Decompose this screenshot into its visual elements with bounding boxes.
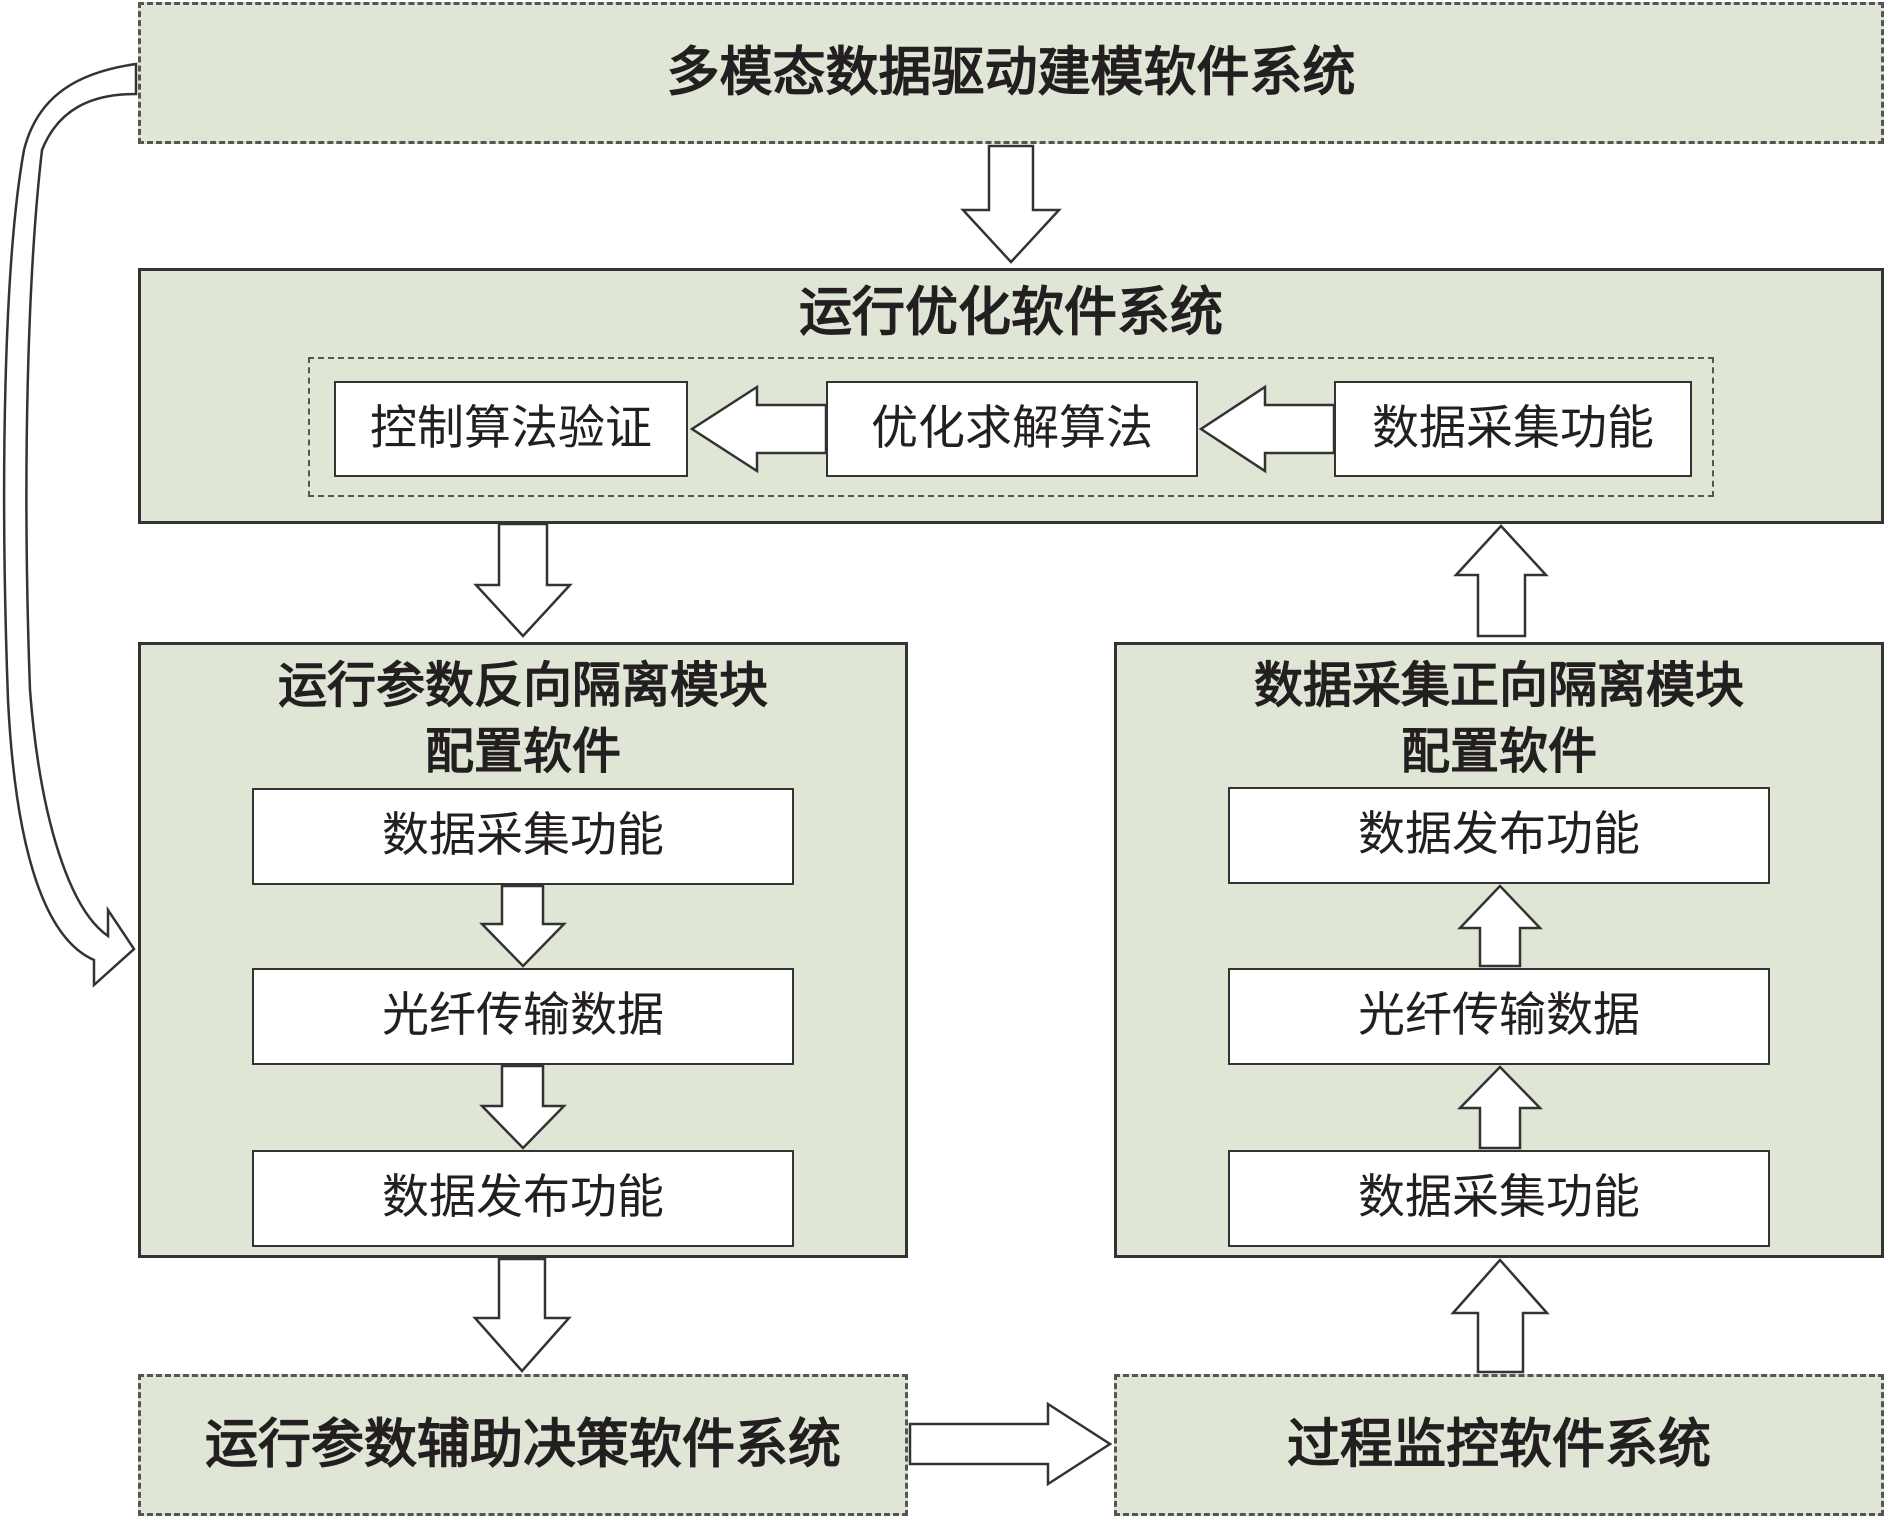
top-system-box — [138, 2, 1884, 144]
reverse-step-fiber-transmission: 光纤传输数据 — [382, 988, 664, 1044]
arrow-curved-top-to-reverse — [2, 62, 138, 988]
reverse-step-box-1 — [252, 788, 794, 885]
top-system-label: 多模态数据驱动建模软件系统 — [666, 42, 1356, 104]
forward-step-box-1 — [1228, 787, 1770, 884]
forward-step-fiber-transmission: 光纤传输数据 — [1358, 988, 1640, 1044]
reverse-step-box-2 — [252, 968, 794, 1065]
arrow-right-decision-to-monitor — [908, 1401, 1113, 1487]
opt-step-box-control-verification — [334, 381, 688, 477]
forward-module-title-line2: 配置软件 — [1400, 722, 1597, 780]
arrow-down-reverse-to-decision — [472, 1257, 572, 1373]
opt-step-box-optimization-solver — [826, 381, 1198, 477]
forward-step-box-3 — [1228, 1150, 1770, 1247]
forward-module-title-line1: 数据采集正向隔离模块 — [1253, 656, 1744, 714]
arrow-down-top-to-optimization — [960, 144, 1062, 264]
optimization-system-title: 运行优化软件系统 — [799, 282, 1223, 344]
arrow-left-solver-to-verification — [689, 384, 828, 474]
decision-system-box — [138, 1374, 908, 1516]
arrow-up-forward-to-optimization — [1453, 524, 1549, 638]
opt-step-box-data-acquisition — [1334, 381, 1692, 477]
reverse-module-title-line1: 运行参数反向隔离模块 — [277, 656, 768, 714]
arrow-down-optimization-to-reverse — [473, 522, 573, 638]
opt-step-control-verification: 控制算法验证 — [370, 400, 652, 456]
arrow-left-acquisition-to-solver — [1198, 384, 1336, 474]
optimization-steps-group — [308, 357, 1714, 497]
arrow-up-forward-step2-to-step1 — [1457, 884, 1543, 968]
reverse-module-title-line2: 配置软件 — [424, 722, 621, 780]
opt-step-data-acquisition: 数据采集功能 — [1372, 400, 1654, 456]
monitor-system-box — [1114, 1374, 1884, 1516]
opt-step-optimization-solver: 优化求解算法 — [871, 400, 1153, 456]
arrow-down-reverse-step2-to-step3 — [479, 1064, 567, 1150]
reverse-step-box-3 — [252, 1150, 794, 1247]
monitor-system-label: 过程监控软件系统 — [1287, 1414, 1711, 1476]
forward-step-data-acquisition: 数据采集功能 — [1358, 1170, 1640, 1226]
forward-step-data-publishing: 数据发布功能 — [1358, 807, 1640, 863]
arrow-down-reverse-step1-to-step2 — [479, 884, 567, 968]
decision-system-label: 运行参数辅助决策软件系统 — [205, 1414, 841, 1476]
reverse-step-data-publishing: 数据发布功能 — [382, 1170, 664, 1226]
arrow-up-monitor-to-forward — [1450, 1258, 1550, 1374]
arrow-up-forward-step3-to-step2 — [1457, 1065, 1543, 1150]
forward-step-box-2 — [1228, 968, 1770, 1065]
reverse-step-data-acquisition: 数据采集功能 — [382, 808, 664, 864]
